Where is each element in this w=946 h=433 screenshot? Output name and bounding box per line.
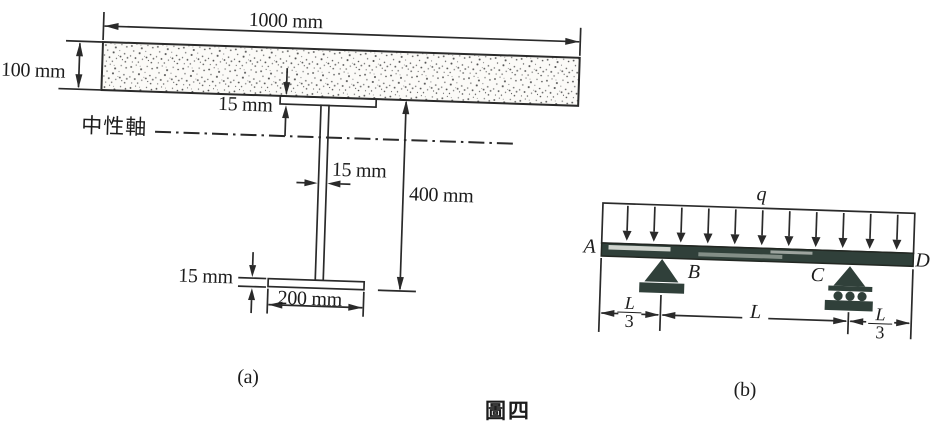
steel-i-beam	[267, 95, 378, 291]
span-left-denominator: 3	[616, 311, 642, 331]
support-base	[639, 282, 685, 294]
point-b-label: B	[687, 260, 701, 284]
distributed-load	[600, 202, 916, 255]
arrowhead-left-icon	[661, 311, 676, 319]
arrowhead-left-icon	[104, 23, 119, 31]
arrowhead-left-icon	[600, 309, 615, 317]
section-height-dimension	[377, 100, 416, 293]
arrowhead-up-icon	[248, 288, 256, 301]
roller-icon	[857, 292, 867, 302]
figure-caption: 圖四	[485, 399, 531, 423]
arrowhead-down-icon	[396, 276, 404, 291]
point-c-label: C	[810, 263, 825, 287]
span-left-numerator: L	[624, 292, 635, 314]
span-right-denominator: 3	[867, 322, 893, 342]
pin-support	[639, 258, 685, 294]
bottom-flange-thickness-dimension	[237, 252, 267, 314]
panel-b-label: (b)	[733, 378, 757, 402]
load-label: q	[756, 183, 767, 206]
arrowhead-down-icon	[75, 74, 83, 89]
neutral-axis-line	[155, 130, 517, 145]
span-left-fraction: L 3	[616, 292, 642, 331]
arrowhead-left-icon	[849, 318, 864, 326]
arrowhead-up-icon	[76, 42, 84, 57]
load-arrows	[622, 205, 902, 250]
arrowhead-down-icon	[249, 264, 257, 278]
arrowhead-right-icon	[348, 303, 363, 311]
bottom-flange	[267, 277, 366, 291]
top-flange-dimension	[282, 68, 291, 137]
arrowhead-up-icon	[282, 105, 290, 119]
beam-bar	[600, 242, 915, 268]
web-thickness-dimension	[296, 179, 351, 188]
arrowhead-right-icon	[565, 37, 580, 45]
roller-icon	[845, 291, 855, 301]
arrowhead-up-icon	[402, 100, 410, 115]
point-d-label: D	[914, 249, 930, 272]
span-right-fraction: L 3	[867, 304, 893, 342]
roller-triangle-icon	[833, 266, 866, 287]
pin-triangle-icon	[644, 258, 679, 283]
bottom-flange-width-dimension	[266, 288, 365, 317]
point-a-label: A	[583, 235, 596, 258]
arrowhead-right-icon	[833, 317, 848, 325]
arrowhead-right-icon	[896, 319, 911, 327]
slab-thickness-dimension	[58, 39, 103, 91]
span-mid-label: L	[749, 300, 762, 324]
arrowhead-right-icon	[645, 310, 660, 318]
span-dimensions	[597, 257, 914, 340]
slab-width-dimension	[102, 11, 582, 56]
arrowhead-down-icon	[283, 81, 291, 96]
support-base	[824, 299, 873, 312]
arrowhead-left-icon	[268, 301, 283, 309]
roller-icon	[833, 291, 843, 301]
arrowhead-right-icon	[304, 179, 318, 187]
span-right-numerator: L	[875, 304, 886, 325]
roller-support	[824, 266, 873, 312]
concrete-slab	[100, 40, 581, 107]
arrowhead-left-icon	[327, 180, 341, 188]
